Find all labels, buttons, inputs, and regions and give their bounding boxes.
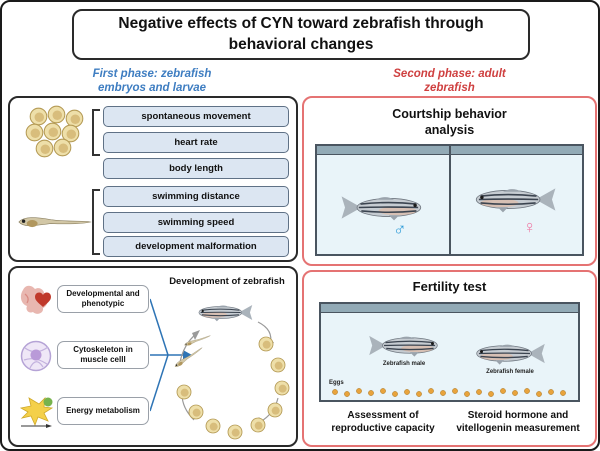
developmental-phenotypic-icon (20, 285, 51, 314)
phase2-heading: Second phase: adult zebrafish (393, 68, 506, 95)
embryo-bracket (92, 109, 100, 156)
courtship-title: Courtship behavior analysis (392, 107, 507, 137)
courtship-panel: Courtship behavior analysis ♂ ♀ (302, 96, 597, 266)
phase1-endpoints-panel: spontaneous movement heart rate body len… (8, 96, 298, 262)
female-zebrafish-icon (475, 187, 557, 214)
mechanism-connector-arrows (150, 298, 192, 412)
tank-rim (321, 304, 578, 313)
embryo-cluster-illustration (25, 105, 84, 158)
endpoint-heart-rate: heart rate (103, 132, 289, 153)
male-zebrafish-icon (368, 335, 438, 358)
female-zebrafish-icon (476, 343, 546, 366)
eggs-label: Eggs (329, 380, 344, 386)
mechanism-energy-metabolism: Energy metabolism (57, 397, 149, 425)
male-zebrafish-icon (340, 195, 422, 222)
spawned-eggs-illustration (332, 388, 566, 397)
title-box: Negative effects of CYN toward zebrafish… (72, 9, 530, 60)
fertility-panel: Fertility test Zebrafish male Zebrafish … (302, 270, 597, 447)
outcome-steroid-vitellogenin: Steroid hormone and vitellogenin measure… (456, 410, 580, 434)
mechanism-cytoskeleton: Cytoskeleton in muscle celll (57, 341, 149, 369)
male-fish-label: Zebrafish male (382, 361, 426, 367)
endpoint-swimming-distance: swimming distance (103, 186, 289, 207)
tank-divider (448, 146, 451, 254)
female-symbol: ♀ (523, 217, 537, 237)
larva-illustration (18, 217, 92, 228)
fertility-tank: Zebrafish male Zebrafish female Eggs (319, 302, 580, 402)
zebrafish-lifecycle-illustration (173, 304, 290, 440)
mechanism-developmental-phenotypic: Developmental and phenotypic (57, 285, 149, 313)
fertility-title: Fertility test (412, 279, 487, 294)
endpoint-development-malformation: development malformation (103, 236, 289, 257)
lifecycle-title: Development of zebrafish (169, 276, 285, 287)
outcome-reproductive-capacity: Assessment of reproductive capacity (331, 410, 435, 434)
cytoskeleton-icon (20, 340, 52, 372)
figure-title: Negative effects of CYN toward zebrafish… (118, 15, 484, 53)
energy-metabolism-icon (19, 396, 54, 428)
endpoint-body-length: body length (103, 158, 289, 179)
phase1-heading: First phase: zebrafish embryos and larva… (92, 68, 212, 95)
larva-bracket (92, 189, 100, 255)
female-fish-label: Zebrafish female (486, 369, 534, 375)
endpoint-swimming-speed: swimming speed (103, 212, 289, 233)
courtship-tank: ♂ ♀ (315, 144, 584, 256)
phase1-mechanisms-panel: Developmental and phenotypic Cytoskeleto… (8, 266, 298, 447)
endpoint-spontaneous-movement: spontaneous movement (103, 106, 289, 127)
male-symbol: ♂ (393, 219, 407, 239)
